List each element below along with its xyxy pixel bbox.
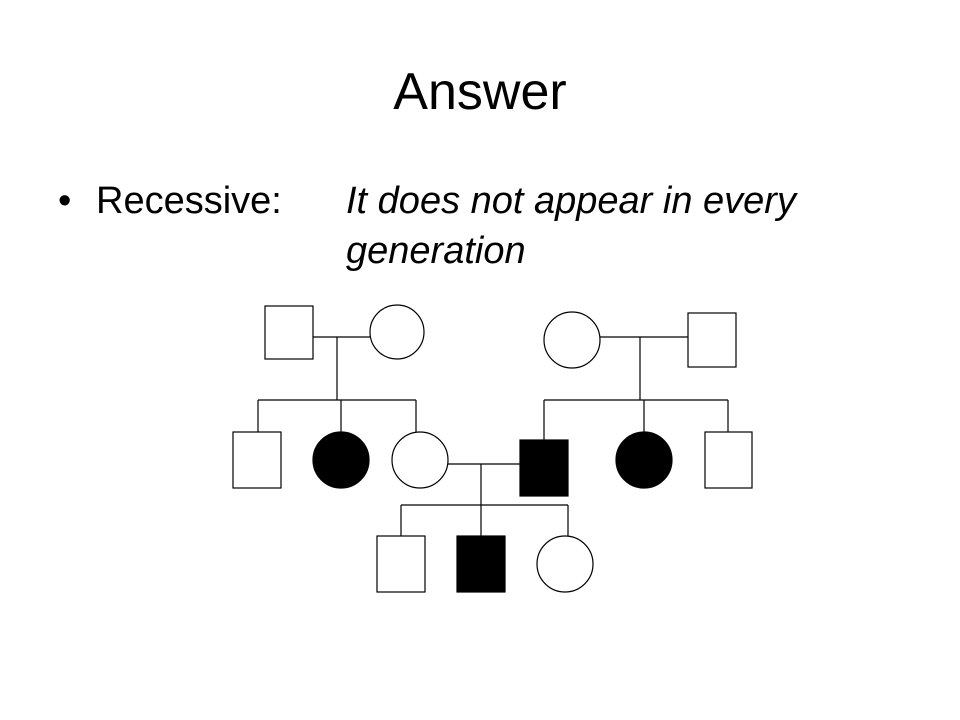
- g2-right-daughter-affected: [615, 431, 673, 489]
- g2-left-daughter-affected: [312, 431, 370, 489]
- left-family-lines: [257, 336, 417, 432]
- g2-left-son: [232, 431, 282, 489]
- g2-right-son-affected: [519, 439, 569, 497]
- g1-right-father: [687, 312, 737, 368]
- bullet-label: Recessive:: [96, 180, 282, 222]
- g3-daughter: [536, 535, 594, 593]
- right-family-lines: [543, 336, 729, 440]
- g3-son: [376, 535, 426, 593]
- g2-couple-lines: [400, 463, 569, 536]
- bullet-marker: •: [58, 180, 72, 222]
- g2-left-daughter: [391, 431, 449, 489]
- g1-left-mother: [369, 304, 425, 360]
- slide-title: Answer: [393, 63, 567, 121]
- bullet-text: It does not appear in every generation: [346, 180, 796, 272]
- g2-right-son: [704, 431, 753, 489]
- g1-right-mother: [543, 311, 601, 369]
- g3-son-affected: [456, 535, 506, 593]
- g1-left-father: [264, 305, 314, 360]
